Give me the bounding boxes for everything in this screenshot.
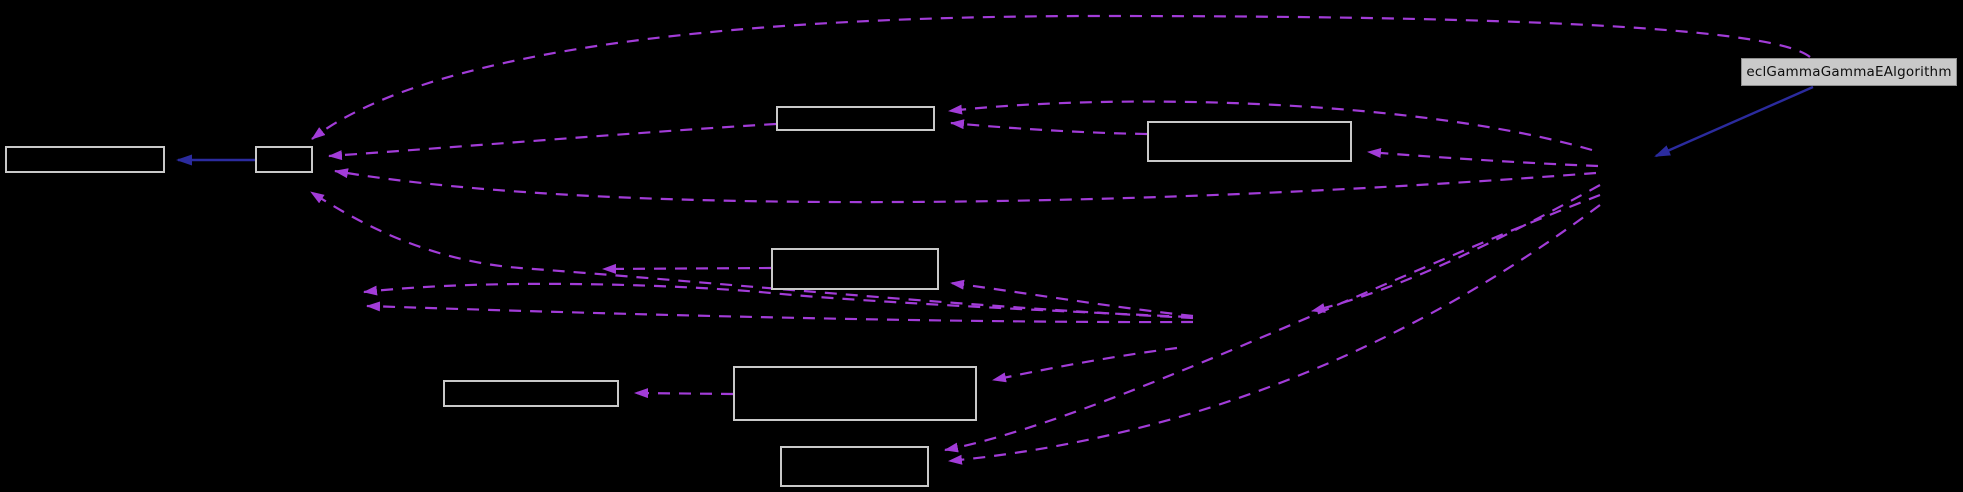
edge-box-g-to-box-f: [634, 388, 734, 399]
graph-node-box-b[interactable]: [255, 146, 313, 173]
edge-hidden-base-to-box-d: [1367, 148, 1599, 168]
edge-hidden-node-2-to-box-e: [950, 279, 1194, 318]
graph-node-box-e[interactable]: [771, 248, 939, 290]
graph-node-ecl-gamma-gamma-e-algorithm[interactable]: eclGammaGammaEAlgorithm: [1741, 58, 1957, 86]
graph-node-box-f[interactable]: [443, 380, 619, 407]
edge-hidden-base-to-box-h: [948, 204, 1601, 465]
graph-node-box-g[interactable]: [733, 366, 977, 421]
edge-ecl-gamma-gamma-e-algorithm-to-box-b: [311, 14, 1811, 140]
edge-hidden-base-to-box-h: [944, 193, 1601, 453]
graph-node-box-h[interactable]: [780, 446, 929, 487]
edge-hidden-base-to-box-b: [334, 168, 1597, 204]
edge-box-e-to-hidden-node-4: [602, 263, 772, 274]
edge-ecl-gamma-gamma-e-algorithm-to-hidden-base: [1654, 85, 1814, 158]
edge-box-d-to-box-c: [950, 119, 1148, 136]
edge-hidden-node-2-to-box-g: [992, 346, 1178, 383]
edge-hidden-base-to-box-c: [948, 100, 1593, 152]
edge-hidden-node-2-to-hidden-node-3b: [366, 301, 1194, 324]
graph-node-box-a[interactable]: [5, 146, 165, 173]
highlighted-node-label: eclGammaGammaEAlgorithm: [1746, 64, 1952, 80]
edge-box-c-to-box-b: [328, 122, 777, 161]
edge-hidden-base-to-hidden-node-2: [1311, 184, 1601, 313]
graph-node-box-c[interactable]: [776, 106, 935, 131]
graph-node-box-d[interactable]: [1147, 121, 1352, 162]
